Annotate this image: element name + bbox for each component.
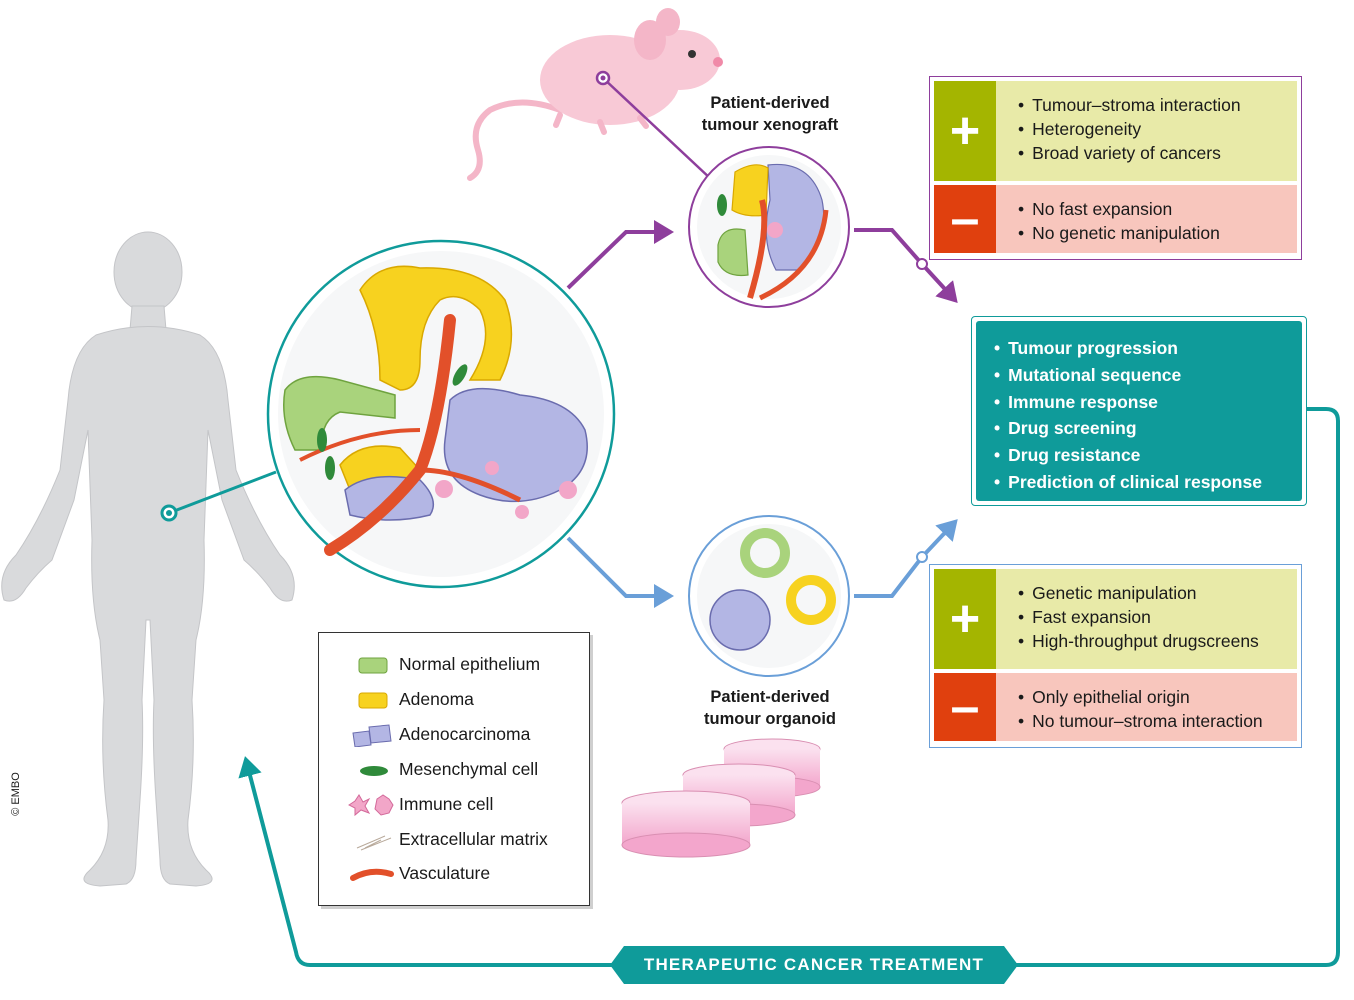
immune-cell-icon <box>348 794 394 817</box>
organoid-pros-list: Genetic manipulation Fast expansion High… <box>1000 569 1297 669</box>
copyright-text: © EMBO <box>10 772 22 816</box>
list-item: Fast expansion <box>1018 605 1287 629</box>
list-item: Only epithelial origin <box>1018 685 1287 709</box>
organoid-caption: Patient-derived tumour organoid <box>704 688 836 728</box>
adenocarcinoma-icon <box>352 724 392 747</box>
list-item: Tumour–stroma interaction <box>1018 93 1287 117</box>
legend-item: Extracellular matrix <box>319 824 589 854</box>
adenoma-icon <box>358 692 388 709</box>
legend-label: Normal epithelium <box>399 654 541 674</box>
treatment-label: THERAPEUTIC CANCER TREATMENT <box>643 955 985 974</box>
list-item: No genetic manipulation <box>1018 221 1287 245</box>
xenograft-pros-row: + Tumour–stroma interaction Heterogeneit… <box>934 81 1297 181</box>
list-item: No tumour–stroma interaction <box>1018 709 1287 733</box>
xenograft-caption: Patient-derived tumour xenograft <box>701 94 839 134</box>
mesenchymal-cell-icon <box>360 766 388 776</box>
plus-icon: + <box>934 569 996 669</box>
plus-icon: + <box>934 81 996 181</box>
xenograft-pros-list: Tumour–stroma interaction Heterogeneity … <box>1000 81 1297 181</box>
legend-label: Mesenchymal cell <box>399 759 539 779</box>
legend-item: Normal epithelium <box>319 649 589 679</box>
list-item: Heterogeneity <box>1018 117 1287 141</box>
legend-item: Vasculature <box>319 858 589 888</box>
legend: Normal epithelium Adenoma Adenocarcinoma… <box>318 632 590 906</box>
human-body-icon <box>1 231 295 887</box>
extracellular-matrix-icon <box>356 835 392 851</box>
minus-icon: – <box>934 673 996 741</box>
organoid-cons-list: Only epithelial origin No tumour–stroma … <box>1000 673 1297 741</box>
legend-item: Immune cell <box>319 789 589 819</box>
legend-item: Mesenchymal cell <box>319 754 589 784</box>
list-item: Immune response <box>994 389 1302 416</box>
applications-box: Tumour progression Mutational sequence I… <box>971 316 1307 506</box>
tumour-tissue-icon <box>266 239 616 589</box>
minus-icon: – <box>934 185 996 253</box>
list-item: Tumour progression <box>994 335 1302 362</box>
list-item: Drug resistance <box>994 442 1302 469</box>
normal-epithelium-icon <box>358 657 388 674</box>
mouse-icon <box>467 8 723 181</box>
legend-label: Adenocarcinoma <box>399 724 531 744</box>
organoid-pros-row: + Genetic manipulation Fast expansion Hi… <box>934 569 1297 669</box>
legend-label: Immune cell <box>399 794 494 814</box>
xenograft-cons-row: – No fast expansion No genetic manipulat… <box>934 185 1297 253</box>
list-item: Prediction of clinical response <box>994 469 1302 496</box>
legend-label: Extracellular matrix <box>399 829 548 849</box>
organoid-pros-cons-box: + Genetic manipulation Fast expansion Hi… <box>929 564 1302 748</box>
vasculature-icon <box>350 868 394 881</box>
applications-list: Tumour progression Mutational sequence I… <box>976 321 1302 501</box>
list-item: Drug screening <box>994 415 1302 442</box>
organoid-tissue-icon <box>688 515 850 677</box>
petri-dishes-icon <box>621 738 821 858</box>
legend-item: Adenocarcinoma <box>319 719 589 749</box>
legend-label: Adenoma <box>399 689 474 709</box>
list-item: Broad variety of cancers <box>1018 141 1287 165</box>
treatment-banner: THERAPEUTIC CANCER TREATMENT <box>610 946 1018 984</box>
list-item: No fast expansion <box>1018 197 1287 221</box>
legend-item: Adenoma <box>319 684 589 714</box>
list-item: High-throughput drugscreens <box>1018 629 1287 653</box>
list-item: Genetic manipulation <box>1018 581 1287 605</box>
xenograft-pros-cons-box: + Tumour–stroma interaction Heterogeneit… <box>929 76 1302 260</box>
xenograft-tissue-icon <box>688 146 850 308</box>
legend-label: Vasculature <box>399 863 491 883</box>
xenograft-cons-list: No fast expansion No genetic manipulatio… <box>1000 185 1297 253</box>
organoid-cons-row: – Only epithelial origin No tumour–strom… <box>934 673 1297 741</box>
list-item: Mutational sequence <box>994 362 1302 389</box>
